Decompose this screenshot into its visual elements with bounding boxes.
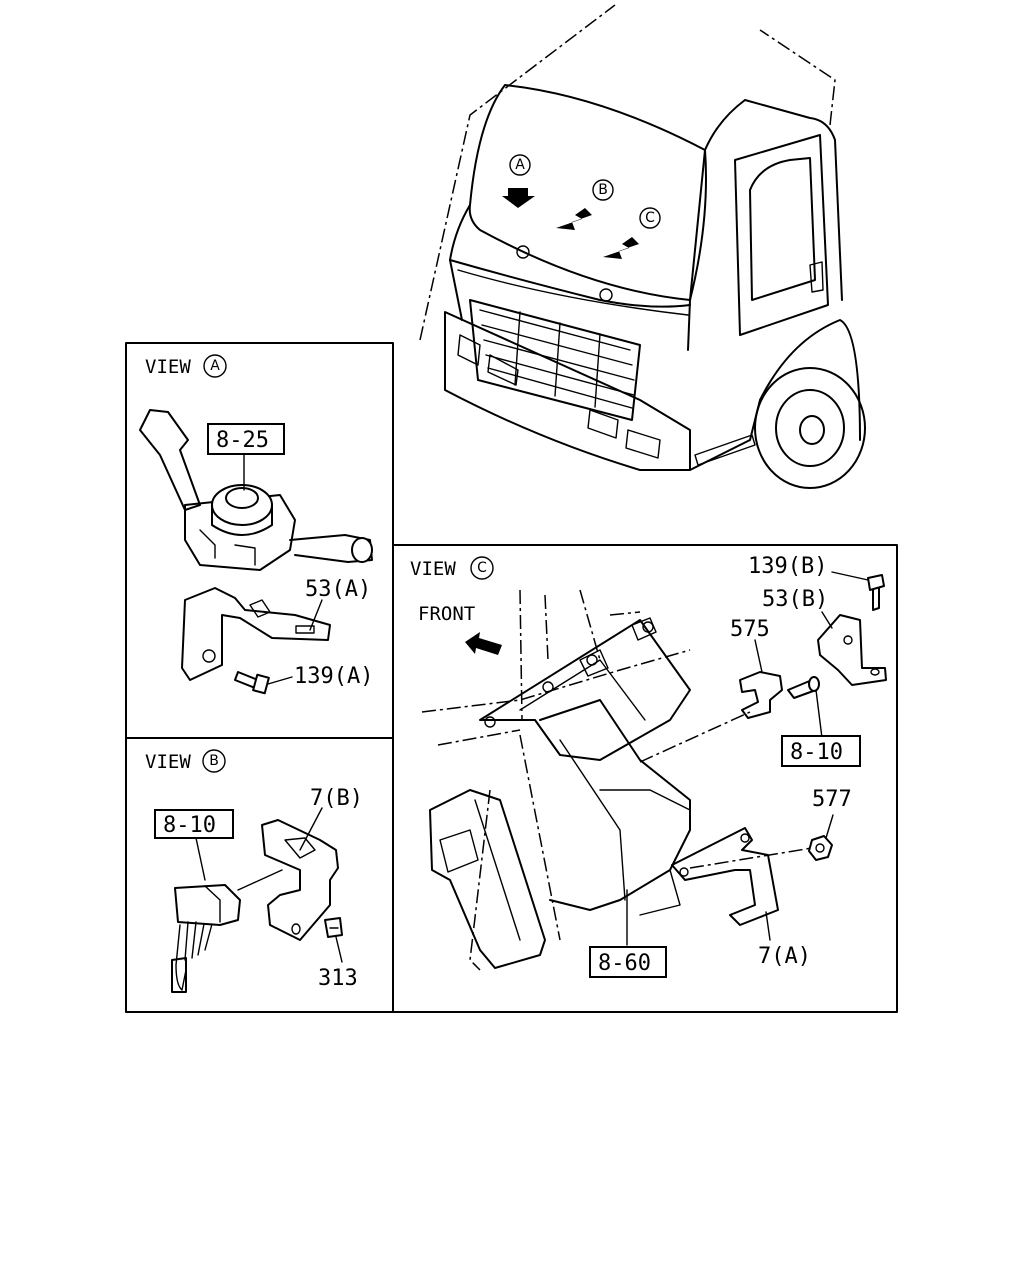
svg-text:A: A bbox=[210, 358, 220, 374]
bracket-53b bbox=[817, 614, 887, 686]
svg-text:VIEW: VIEW bbox=[145, 356, 191, 378]
svg-text:8-10: 8-10 bbox=[163, 813, 216, 838]
truck-marker-b: B bbox=[556, 179, 614, 230]
screw bbox=[787, 676, 820, 699]
label-313: 313 bbox=[318, 966, 358, 991]
lower-mechanism bbox=[429, 699, 691, 969]
view-c-heading: VIEW C bbox=[410, 556, 494, 580]
truck-cab bbox=[419, 4, 866, 489]
svg-text:VIEW: VIEW bbox=[145, 751, 191, 773]
bolt-139b bbox=[867, 574, 885, 611]
svg-text:C: C bbox=[645, 210, 655, 226]
front-label: FRONT bbox=[418, 603, 475, 625]
bracket-7b bbox=[261, 819, 339, 941]
label-577: 577 bbox=[812, 787, 852, 812]
label-53a: 53(A) bbox=[305, 577, 371, 602]
dashboard-outline bbox=[421, 589, 691, 971]
truck-marker-a: A bbox=[502, 154, 535, 208]
svg-text:8-25: 8-25 bbox=[216, 428, 269, 453]
label-139b: 139(B) bbox=[748, 554, 827, 579]
wire-connector-b bbox=[171, 884, 241, 993]
bracket-53a bbox=[181, 587, 331, 681]
label-8-25: 8-25 bbox=[207, 423, 285, 455]
label-53b: 53(B) bbox=[762, 587, 828, 612]
bolt-313 bbox=[324, 917, 343, 938]
control-module bbox=[479, 617, 691, 761]
clip-575 bbox=[739, 671, 783, 719]
truck-marker-c: C bbox=[603, 207, 661, 259]
bolt-139a bbox=[234, 671, 270, 695]
label-139a: 139(A) bbox=[294, 664, 373, 689]
view-b-heading: VIEW B bbox=[145, 749, 226, 773]
label-8-10-c: 8-10 bbox=[781, 735, 861, 767]
label-575: 575 bbox=[730, 617, 770, 642]
bracket-7a bbox=[671, 827, 779, 926]
svg-text:A: A bbox=[515, 157, 525, 173]
svg-text:B: B bbox=[209, 753, 219, 769]
combination-switch bbox=[139, 409, 373, 571]
nut-577 bbox=[808, 835, 833, 861]
label-7a: 7(A) bbox=[758, 944, 811, 969]
view-c-frame bbox=[392, 544, 898, 1013]
svg-text:VIEW: VIEW bbox=[410, 558, 456, 580]
svg-text:8-10: 8-10 bbox=[790, 740, 843, 765]
label-7b: 7(B) bbox=[310, 786, 363, 811]
label-8-10-b: 8-10 bbox=[154, 809, 234, 839]
svg-text:8-60: 8-60 bbox=[598, 951, 651, 976]
svg-text:B: B bbox=[598, 182, 608, 198]
front-arrow-icon bbox=[465, 632, 502, 655]
svg-text:C: C bbox=[477, 560, 487, 576]
label-8-60: 8-60 bbox=[589, 946, 667, 978]
view-a-heading: VIEW A bbox=[145, 354, 227, 378]
